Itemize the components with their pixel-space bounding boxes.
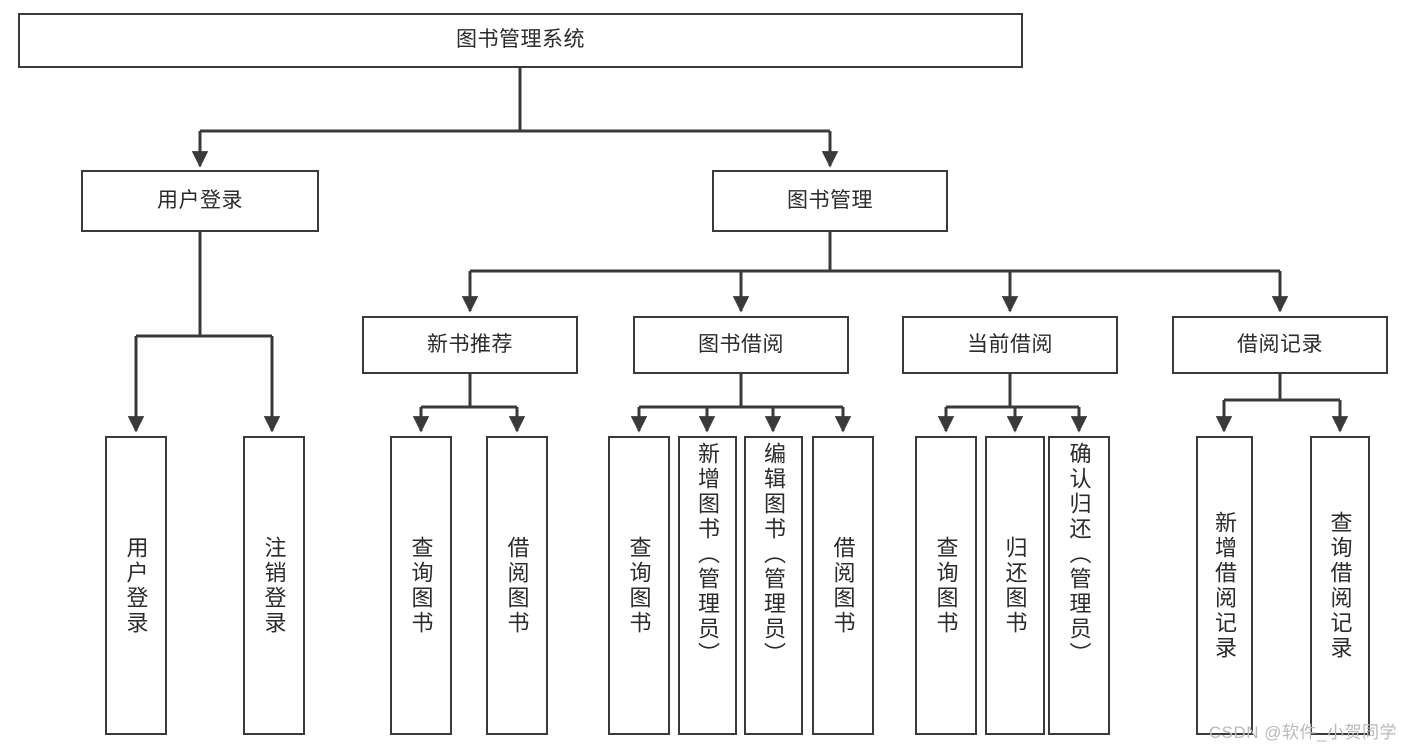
leaf-logout-label: 注销登录 <box>261 535 287 636</box>
leaf-query-book-2[interactable]: 查询图书 <box>608 436 670 735</box>
leaf-query-record[interactable]: 查询借阅记录 <box>1310 436 1370 735</box>
leaf-logout[interactable]: 注销登录 <box>243 436 305 735</box>
leaf-user-login-label: 用户登录 <box>123 535 149 636</box>
leaf-confirm-return-label: 确认归还（管理员） <box>1066 442 1092 667</box>
node-current-borrow[interactable]: 当前借阅 <box>902 316 1118 374</box>
node-root[interactable]: 图书管理系统 <box>18 13 1023 68</box>
node-user-login-label: 用户登录 <box>157 188 243 212</box>
node-borrow-record[interactable]: 借阅记录 <box>1172 316 1388 374</box>
leaf-query-book-1[interactable]: 查询图书 <box>390 436 452 735</box>
node-root-label: 图书管理系统 <box>456 28 585 52</box>
leaf-query-book-2-label: 查询图书 <box>626 535 652 636</box>
leaf-edit-book-label: 编辑图书（管理员） <box>761 442 787 667</box>
node-book-manage-label: 图书管理 <box>787 188 873 212</box>
node-book-manage[interactable]: 图书管理 <box>712 170 948 232</box>
leaf-add-book-label: 新增图书（管理员） <box>695 442 721 667</box>
leaf-add-record-label: 新增借阅记录 <box>1212 510 1238 661</box>
node-book-borrow[interactable]: 图书借阅 <box>633 316 849 374</box>
leaf-query-book-3-label: 查询图书 <box>933 535 959 636</box>
leaf-edit-book[interactable]: 编辑图书（管理员） <box>744 436 803 735</box>
node-user-login[interactable]: 用户登录 <box>81 170 319 232</box>
leaf-borrow-book-1-label: 借阅图书 <box>504 535 530 636</box>
leaf-return-book-label: 归还图书 <box>1002 535 1028 636</box>
node-borrow-record-label: 借阅记录 <box>1237 332 1323 356</box>
node-new-book-rec[interactable]: 新书推荐 <box>362 316 578 374</box>
leaf-confirm-return[interactable]: 确认归还（管理员） <box>1048 436 1110 735</box>
node-current-borrow-label: 当前借阅 <box>967 332 1053 356</box>
leaf-query-record-label: 查询借阅记录 <box>1327 510 1353 661</box>
leaf-user-login[interactable]: 用户登录 <box>105 436 167 735</box>
node-new-book-rec-label: 新书推荐 <box>427 332 513 356</box>
leaf-query-book-1-label: 查询图书 <box>408 535 434 636</box>
node-book-borrow-label: 图书借阅 <box>698 332 784 356</box>
leaf-add-record[interactable]: 新增借阅记录 <box>1196 436 1253 735</box>
leaf-borrow-book-2[interactable]: 借阅图书 <box>812 436 874 735</box>
leaf-borrow-book-1[interactable]: 借阅图书 <box>486 436 548 735</box>
leaf-query-book-3[interactable]: 查询图书 <box>915 436 977 735</box>
leaf-borrow-book-2-label: 借阅图书 <box>830 535 856 636</box>
leaf-return-book[interactable]: 归还图书 <box>985 436 1045 735</box>
leaf-add-book[interactable]: 新增图书（管理员） <box>678 436 737 735</box>
